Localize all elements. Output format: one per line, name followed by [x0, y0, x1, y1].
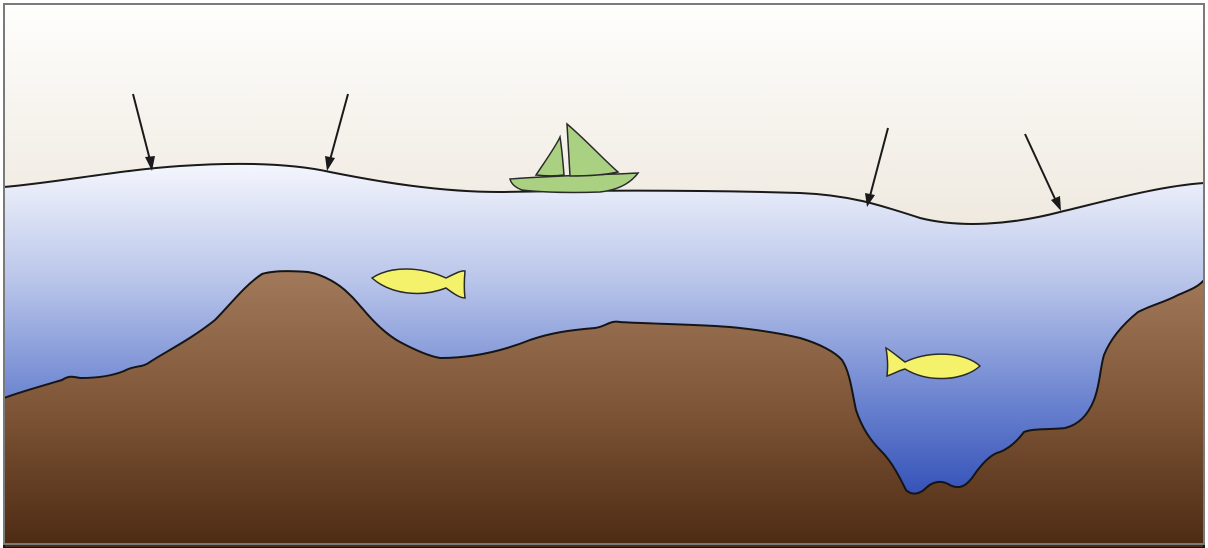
- diagram-scene: [0, 0, 1208, 548]
